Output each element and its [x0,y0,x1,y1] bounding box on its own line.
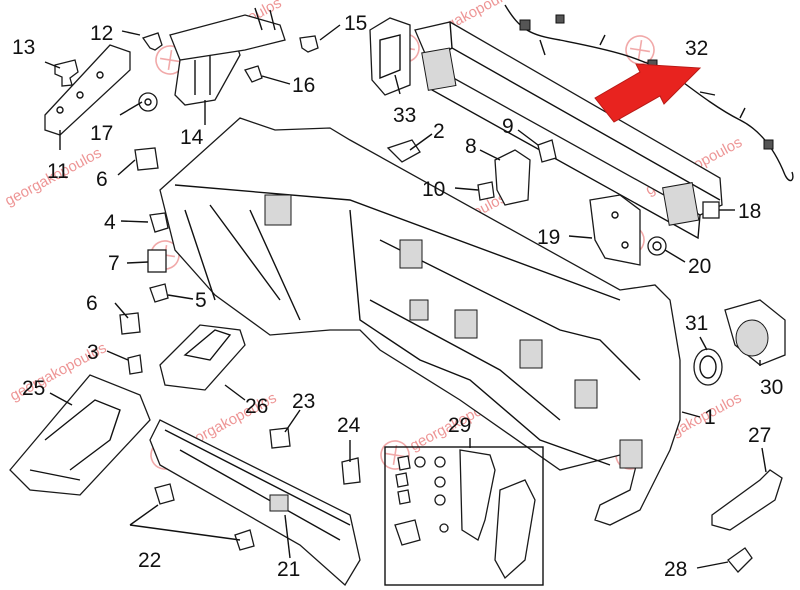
callout-3: 3 [87,341,99,364]
callout-1: 1 [704,406,716,429]
fastener-18 [702,201,720,219]
fastener-22b [234,529,255,551]
fastener-10 [477,181,495,201]
fastener-15 [299,35,319,53]
part-8-bracket [494,149,531,206]
callout-12: 12 [90,22,113,45]
callout-29: 29 [448,414,471,437]
highlight-arrow [594,63,702,123]
part-21-lower-absorber [149,419,361,587]
part-29-kit [384,446,544,586]
fastener-17 [138,92,158,112]
part-bumper-cover [159,117,681,526]
part-11-bracket [44,44,131,136]
fastener-5 [149,283,169,303]
callout-18: 18 [738,200,761,223]
clip-7 [147,249,167,273]
callout-labels: 13 12 15 16 17 11 6 14 4 7 5 6 3 25 26 2… [12,12,783,581]
callout-32: 32 [685,37,708,60]
callout-4: 4 [104,211,116,234]
callout-7: 7 [108,252,120,275]
callout-23: 23 [292,390,315,413]
fastener-9 [537,139,557,163]
callout-26: 26 [245,395,268,418]
callout-9: 9 [502,115,514,138]
fastener-12 [141,32,163,51]
callout-28: 28 [664,558,687,581]
callout-19: 19 [537,226,560,249]
fastener-13 [54,59,79,87]
callout-21: 21 [277,558,300,581]
kit-bolts [394,455,449,546]
callout-31: 31 [685,312,708,335]
fastener-28 [727,547,753,573]
fastener-3 [127,354,143,375]
callout-16: 16 [292,74,315,97]
callout-2: 2 [433,120,445,143]
part-27-strip [711,469,783,531]
part-26-bracket [159,324,246,391]
part-30-sensor [724,299,786,366]
callout-33: 33 [393,104,416,127]
callout-14: 14 [180,126,204,149]
fastener-22a [154,483,175,505]
part-19-bracket [589,194,641,266]
part-25-bracket [9,374,151,496]
callout-27: 27 [748,424,771,447]
grommet-20 [647,236,667,256]
callout-11: 11 [47,160,69,183]
clip-2 [386,139,421,163]
callout-15: 15 [344,12,367,35]
clip-6b [119,312,141,335]
leader-lines [44,24,767,569]
callout-10: 10 [422,178,445,201]
callout-30: 30 [760,376,783,399]
fastener-16 [244,65,263,83]
fastener-4 [149,212,169,233]
part-12-bracket [169,7,286,61]
part-31-ring [693,348,723,386]
part-33-bracket [369,17,411,96]
clip-24 [341,457,361,485]
callout-6b: 6 [86,292,98,315]
callout-20: 20 [688,255,711,278]
clip-23 [269,427,291,449]
callout-6a: 6 [96,168,108,191]
callout-13: 13 [12,36,35,59]
callout-25: 25 [22,377,45,400]
part-reinforcement-beam [414,21,723,240]
mud-flaps [459,449,536,580]
callout-22: 22 [138,549,161,572]
callout-17: 17 [90,122,113,145]
callout-8: 8 [465,135,477,158]
callout-5: 5 [195,289,207,312]
callout-24: 24 [337,414,361,437]
clip-6a [134,147,159,171]
